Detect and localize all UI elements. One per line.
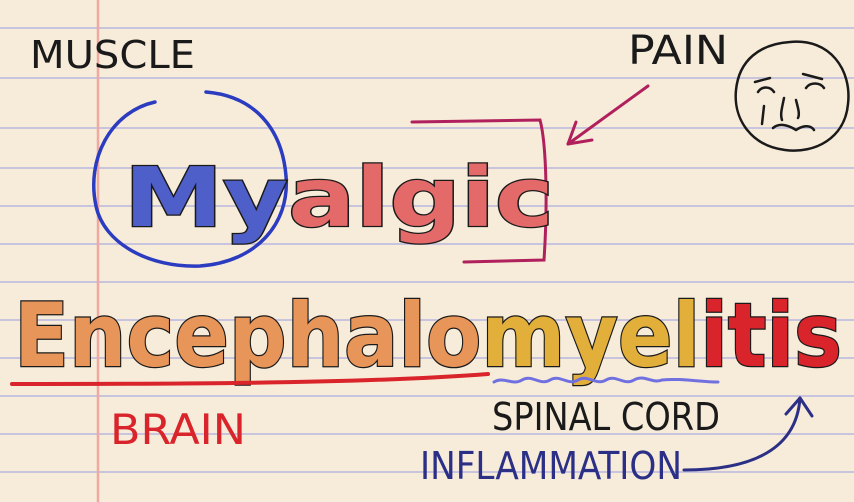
- brain-label: BRAIN: [110, 405, 246, 454]
- pain-label: PAIN: [628, 28, 728, 74]
- muscle-label: MUSCLE: [30, 33, 195, 77]
- spinal-cord-label: SPINAL CORD: [492, 395, 720, 439]
- encephalomyelitis-word: Encephalomyelitis: [14, 284, 842, 387]
- myalgic-suffix: algic: [288, 151, 554, 246]
- mye-part: mye: [481, 284, 672, 387]
- arrow-down-left-icon: [568, 86, 648, 144]
- encephalo-part: Encephalo: [14, 284, 481, 387]
- myalgic-prefix: My: [124, 151, 288, 246]
- frowning-face-icon: [736, 42, 849, 151]
- l-part: l: [673, 284, 701, 387]
- inflammation-label: INFLAMMATION: [420, 444, 682, 488]
- itis-part: itis: [700, 284, 842, 387]
